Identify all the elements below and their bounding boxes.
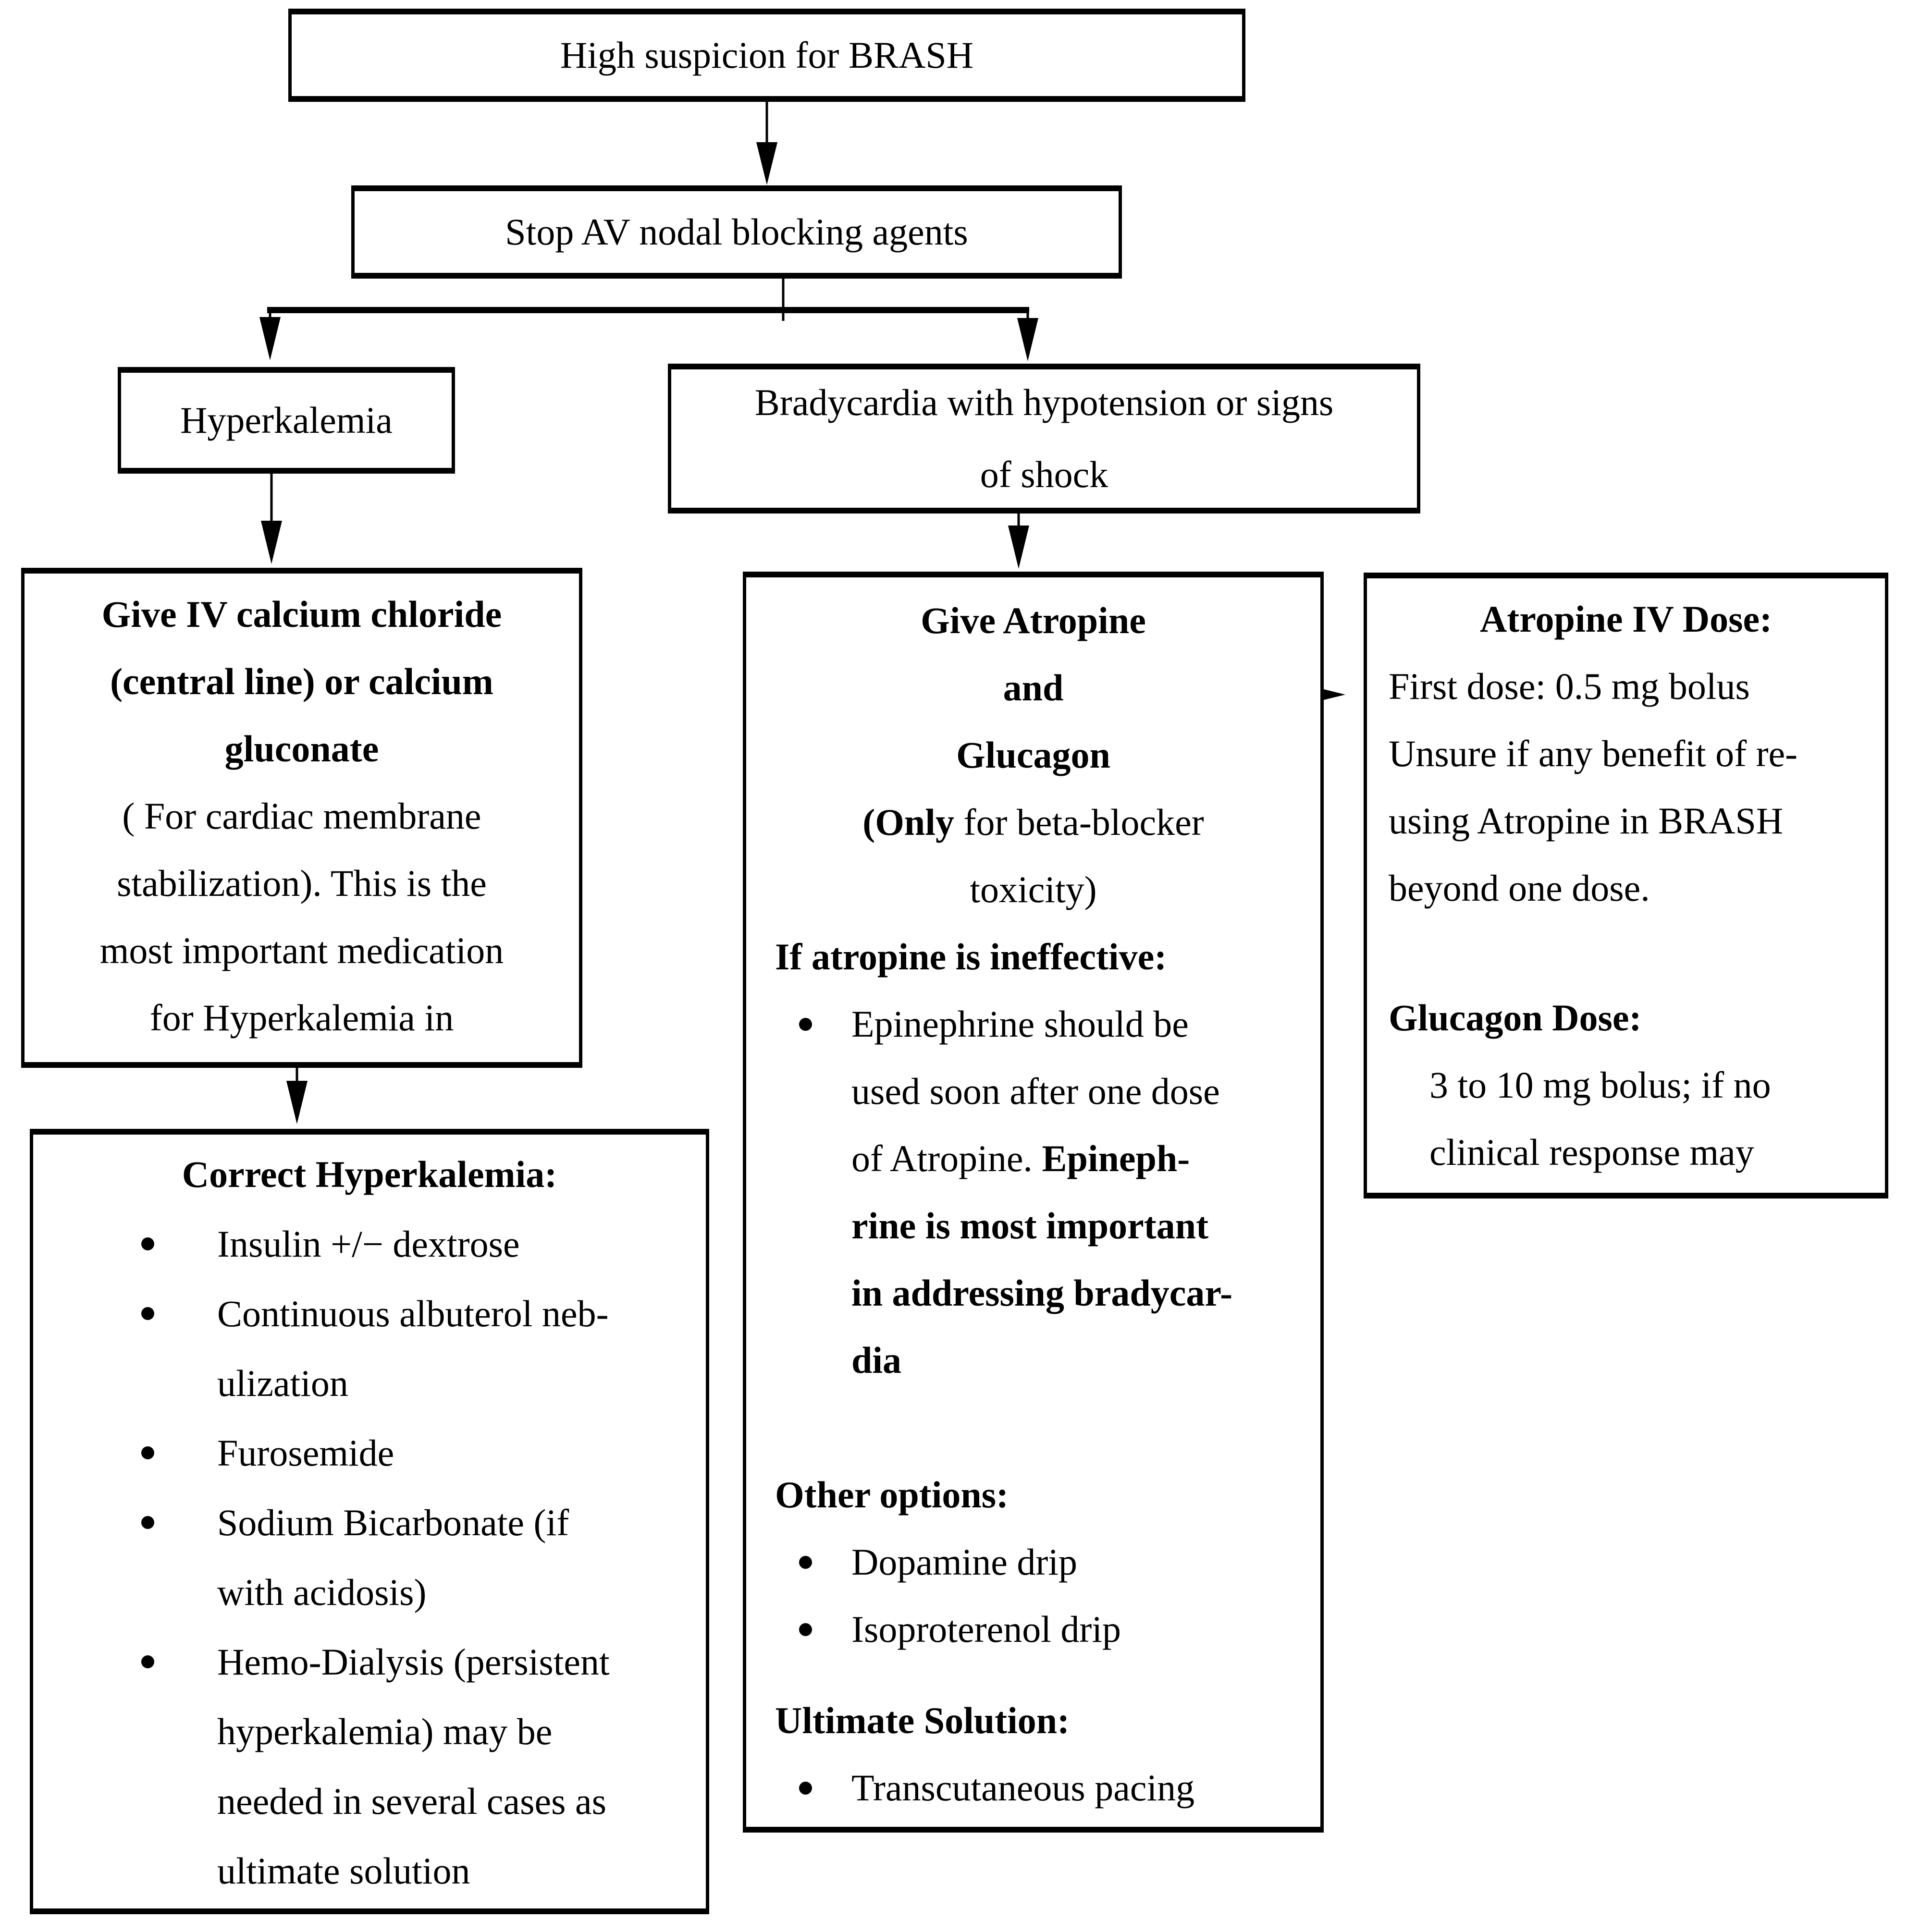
bullet-continuation: ultimate solution (217, 1850, 470, 1892)
box-hyperkalemia: Hyperkalemia (118, 367, 455, 474)
mixed-bold-text: Epineph- (1042, 1137, 1190, 1179)
bullet-continuation: used soon after one dose (851, 1070, 1220, 1112)
bullet-item: Isoproterenol drip (746, 1596, 1320, 1663)
arrow-branch-left-head (259, 317, 281, 360)
ultimate-solution-heading: Ultimate Solution: (775, 1700, 1070, 1741)
bullet-text: Transcutaneous pacing (851, 1767, 1195, 1809)
arrow-branch-right-head (1017, 318, 1038, 361)
calcium-title-line: (central line) or calcium (110, 660, 493, 702)
atropine-dose-title: Atropine IV Dose: (1479, 598, 1773, 640)
atropine-heading-line: Give Atropine (921, 599, 1146, 641)
box-stop-av-nodal: Stop AV nodal blocking agents (351, 185, 1122, 279)
bullet-dot (141, 1446, 154, 1459)
bullet-continuation: hyperkalemia) may be (217, 1711, 553, 1752)
bullet-dot (799, 1782, 812, 1795)
bullet-continuation: with acidosis) (217, 1571, 427, 1613)
only-beta-blocker-line: (Only for beta-blocker (746, 789, 1320, 856)
bullet-continuation: in addressing bradycar- (851, 1272, 1233, 1314)
bullet-text: Dopamine drip (851, 1541, 1078, 1583)
bradycardia-line: Bradycardia with hypotension or signs (754, 381, 1334, 423)
bullet-text: Furosemide (217, 1432, 394, 1474)
if-atropine-heading: If atropine is ineffective: (775, 936, 1167, 978)
bullet-item: Dopamine drip (746, 1528, 1320, 1596)
bullet-item: Hemo-Dialysis (persistent (33, 1627, 706, 1697)
box-atropine-dose-note: Atropine IV Dose: First dose: 0.5 mg bol… (1364, 573, 1888, 1198)
bullet-text: Sodium Bicarbonate (if (217, 1502, 569, 1543)
spacer (746, 1663, 1320, 1687)
spacer (746, 1394, 1320, 1461)
calcium-body-line: most important medication (99, 929, 504, 971)
bullet-dot (799, 1623, 812, 1636)
box-bradycardia: Bradycardia with hypotension or signs of… (668, 364, 1420, 514)
atropine-heading-line: and (1003, 667, 1064, 709)
bullet-item: Furosemide (33, 1418, 706, 1488)
branch-connector (259, 278, 1038, 361)
bullet-dot (141, 1237, 154, 1250)
arrow-brady-to-atropine (1008, 514, 1029, 569)
only-bold-text: (Only (862, 801, 954, 843)
correct-hyperkalemia-title: Correct Hyperkalemia: (182, 1153, 557, 1195)
bullet-dot (141, 1516, 154, 1529)
box-give-iv-calcium: Give IV calcium chloride (central line) … (21, 568, 582, 1068)
dose-note-line: Unsure if any benefit of re- (1389, 733, 1798, 774)
bullet-item: Continuous albuterol neb- (33, 1279, 706, 1348)
calcium-body-line: stabilization). This is the (117, 862, 487, 904)
spacer (1367, 922, 1885, 984)
dose-note-line: using Atropine in BRASH (1389, 800, 1784, 842)
calcium-title-line: Give IV calcium chloride (101, 593, 502, 635)
only-rest-text: for beta-blocker (954, 801, 1204, 843)
stop-av-text: Stop AV nodal blocking agents (505, 211, 968, 253)
bullet-dot (141, 1655, 154, 1668)
glucagon-dose-line: 3 to 10 mg bolus; if no (1429, 1064, 1771, 1106)
high-suspicion-text: High suspicion for BRASH (560, 34, 974, 76)
bullet-item: Sodium Bicarbonate (if (33, 1488, 706, 1557)
bullet-text: Insulin +/− dextrose (217, 1223, 520, 1265)
dose-note-line: First dose: 0.5 mg bolus (1389, 665, 1750, 707)
bullet-dot (799, 1018, 812, 1031)
hyperkalemia-text: Hyperkalemia (180, 399, 393, 441)
toxicity-line: toxicity) (970, 868, 1097, 910)
glucagon-dose-line: clinical response may (1429, 1131, 1754, 1173)
box-correct-hyperkalemia: Correct Hyperkalemia: Insulin +/− dextro… (30, 1129, 709, 1914)
bullet-item: Transcutaneous pacing (746, 1754, 1320, 1822)
other-options-heading: Other options: (775, 1474, 1009, 1516)
bullet-text: Hemo-Dialysis (persistent (217, 1641, 610, 1683)
mixed-regular-text: of Atropine. (851, 1137, 1042, 1179)
bullet-continuation: needed in several cases as (217, 1780, 606, 1822)
bradycardia-line: of shock (980, 453, 1108, 495)
arrow-hyper-to-calcium (261, 474, 282, 564)
bullet-text: Isoproterenol drip (851, 1608, 1121, 1650)
bullet-continuation: ulization (217, 1362, 348, 1404)
bullet-continuation: of Atropine. Epineph- (746, 1125, 1320, 1192)
bullet-text: Continuous albuterol neb- (217, 1293, 609, 1334)
box-give-atropine-glucagon: Give Atropine and Glucagon (Only for bet… (743, 572, 1324, 1833)
bullet-continuation: rine is most important (851, 1205, 1209, 1247)
box-high-suspicion: High suspicion for BRASH (288, 9, 1245, 102)
glucagon-dose-title: Glucagon Dose: (1389, 997, 1642, 1039)
bullet-dot (799, 1556, 812, 1569)
atropine-heading-line: Glucagon (956, 734, 1110, 776)
calcium-title-line: gluconate (224, 728, 379, 770)
bullet-text: Epinephrine should be (851, 1003, 1189, 1045)
bullet-continuation: dia (851, 1339, 902, 1381)
bullet-item: Insulin +/− dextrose (33, 1209, 706, 1279)
dose-note-line: beyond one dose. (1389, 867, 1650, 909)
calcium-body-line: ( For cardiac membrane (122, 795, 481, 837)
arrow-suspicion-to-stop (756, 101, 777, 185)
calcium-body-line: for Hyperkalemia in (149, 997, 454, 1039)
bullet-dot (141, 1307, 154, 1320)
bullet-item: Epinephrine should be (746, 990, 1320, 1058)
